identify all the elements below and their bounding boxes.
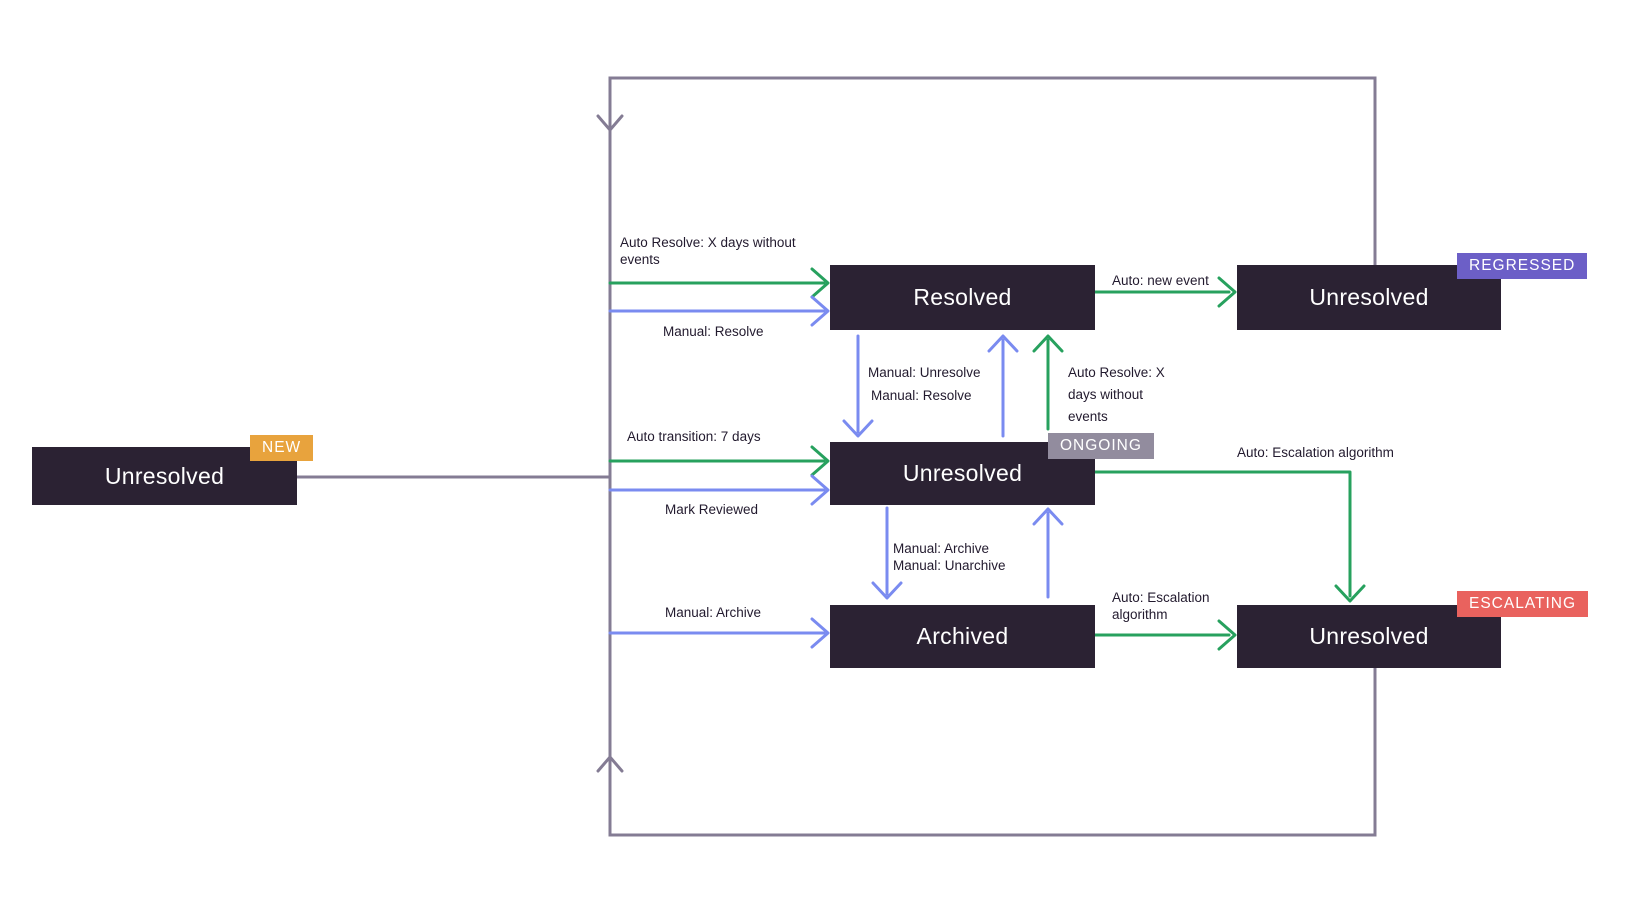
badge-regressed: REGRESSED bbox=[1457, 253, 1588, 279]
feedback-loop-path bbox=[608, 76, 1377, 837]
edge-mark-reviewed-arrowhead-icon bbox=[810, 474, 830, 506]
edge-label-manual-archive: Manual: Archive bbox=[665, 605, 762, 620]
edge-manual-unresolve-down-arrowhead-icon bbox=[842, 419, 874, 438]
edge-manual-unarchive-up-arrowhead-icon bbox=[1032, 507, 1064, 526]
badge-ongoing: ONGOING bbox=[1048, 433, 1154, 459]
loop-arrowhead-up-icon bbox=[596, 754, 624, 773]
badge-escalating: ESCALATING bbox=[1457, 591, 1589, 617]
edge-auto-escalation-right-line bbox=[1093, 470, 1352, 598]
feedback-loop-lines bbox=[297, 76, 1377, 837]
state-resolved: Resolved bbox=[830, 265, 1095, 330]
edge-auto-new-event-arrowhead-icon bbox=[1217, 276, 1237, 308]
state-unresolved-escalating: Unresolved bbox=[1237, 605, 1501, 668]
state-resolved-label: Resolved bbox=[913, 284, 1012, 310]
edge-label-auto-escalation: Auto: Escalation algorithm bbox=[1237, 445, 1394, 460]
state-archived: Archived bbox=[830, 605, 1095, 668]
edge-manual-resolve-arrowhead-icon bbox=[810, 295, 830, 327]
edge-auto-resolve-up-arrowhead-icon bbox=[1032, 334, 1064, 353]
edge-manual-resolve-up-arrowhead-icon bbox=[987, 334, 1019, 353]
state-archived-label: Archived bbox=[916, 623, 1009, 649]
state-unresolved-ongoing-label: Unresolved bbox=[902, 460, 1023, 486]
edge-label-manual-resolve-top: Manual: Resolve bbox=[663, 324, 764, 339]
edge-label-auto-escalation-wrap: Auto: Escalation algorithm bbox=[1112, 590, 1210, 622]
edge-auto-resolve-arrowhead-icon bbox=[810, 267, 830, 299]
auto-arrows bbox=[608, 267, 1366, 651]
edge-label-manual-resolve-mid: Manual: Resolve bbox=[871, 388, 972, 403]
edge-manual-archive-down-arrowhead-icon bbox=[871, 581, 903, 600]
edge-label-manual-unresolve: Manual: Unresolve bbox=[868, 365, 981, 380]
edge-label-auto-transition: Auto transition: 7 days bbox=[627, 429, 761, 444]
edge-auto-escalation-bottom-arrowhead-icon bbox=[1217, 619, 1237, 651]
edge-auto-escalation-right-arrowhead-icon bbox=[1334, 584, 1366, 603]
edge-auto-transition-arrowhead-icon bbox=[810, 445, 830, 477]
edge-label-manual-archive-unarchive: Manual: Archive Manual: Unarchive bbox=[893, 541, 1006, 573]
state-unresolved-escalating-label: Unresolved bbox=[1309, 623, 1429, 649]
state-unresolved-regressed: Unresolved bbox=[1237, 265, 1501, 330]
state-unresolved-new-label: Unresolved bbox=[104, 462, 225, 489]
edge-label-auto-resolve-days-side: Auto Resolve: X days without events bbox=[1068, 365, 1165, 424]
edge-label-auto-resolve-days: Auto Resolve: X days without events bbox=[620, 235, 796, 267]
loop-arrowhead-down-icon bbox=[596, 114, 624, 133]
state-unresolved-regressed-label: Unresolved bbox=[1309, 284, 1429, 310]
badge-new: NEW bbox=[250, 435, 314, 461]
edge-label-auto-new-event: Auto: new event bbox=[1112, 273, 1209, 288]
manual-arrows bbox=[608, 295, 1064, 649]
edge-manual-archive-arrowhead-icon bbox=[810, 617, 830, 649]
edge-label-mark-reviewed: Mark Reviewed bbox=[665, 502, 759, 517]
